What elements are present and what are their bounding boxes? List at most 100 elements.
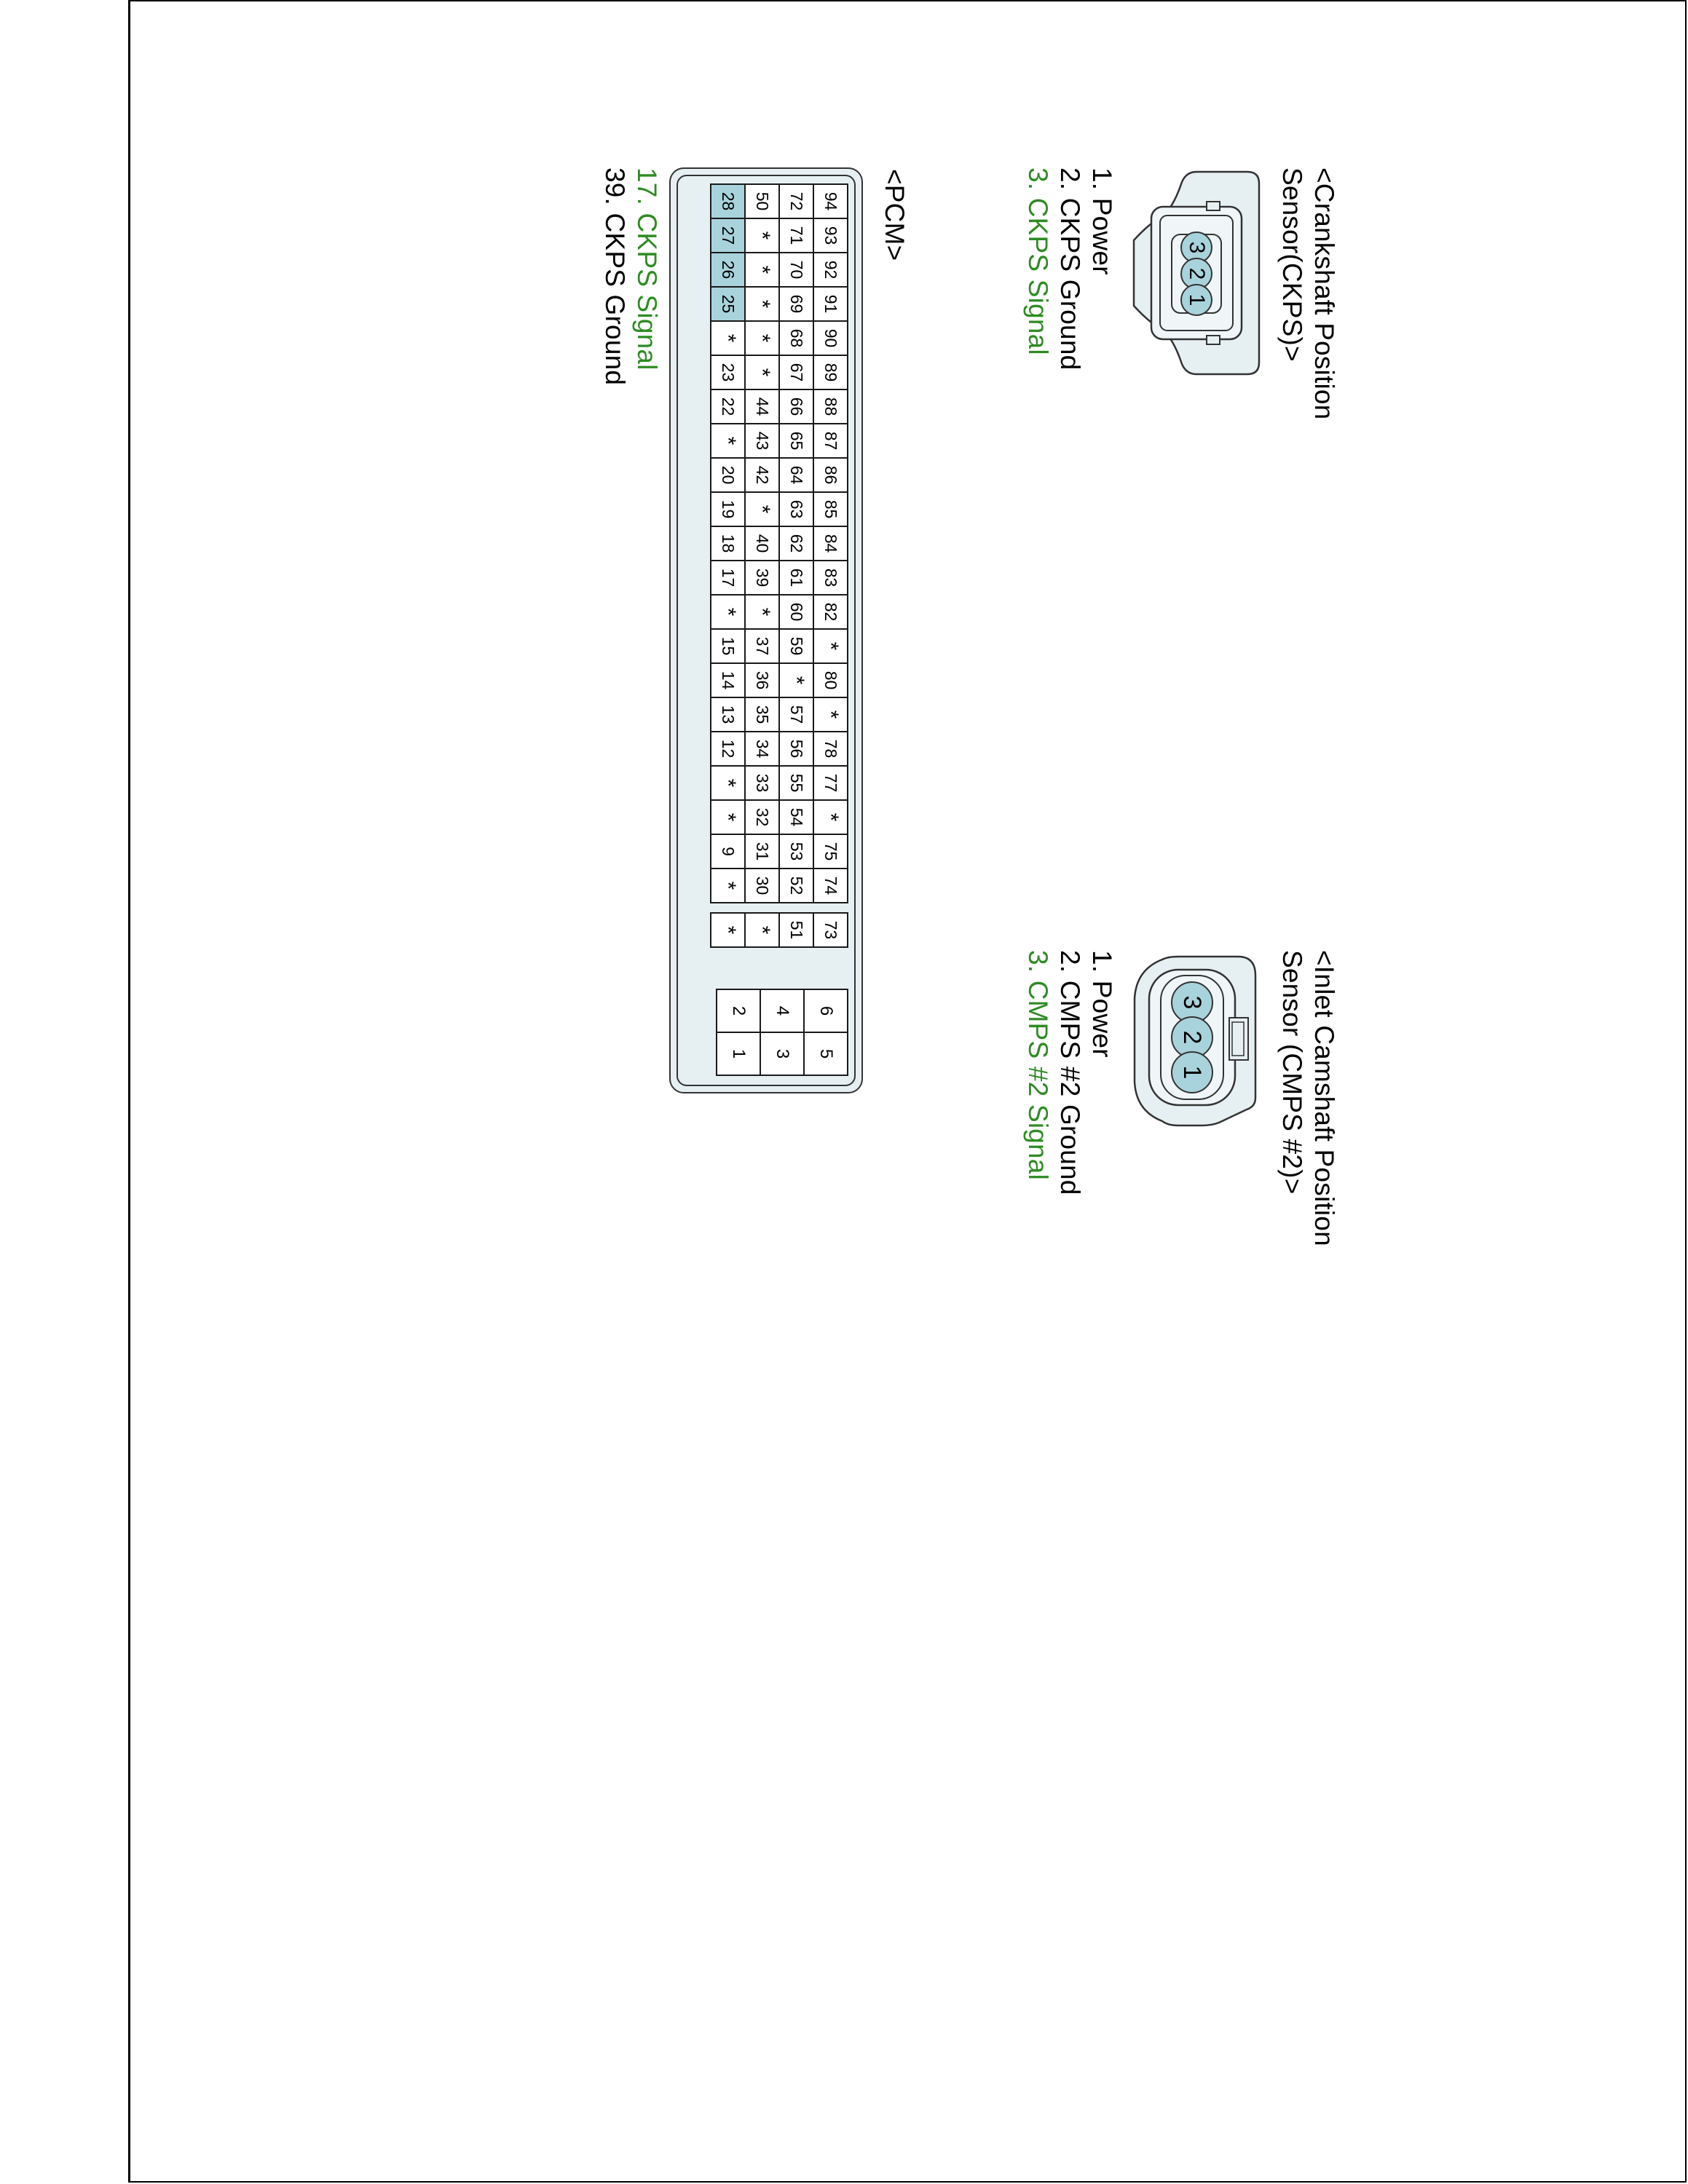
ckps-pin-list: 1. Power 2. CKPS Ground 3. CKPS Signal: [1022, 167, 1118, 370]
pcm-pin: 89: [813, 355, 848, 389]
pcm-pin: 19: [711, 492, 745, 526]
pcm-pin: 36: [745, 663, 779, 697]
pcm-pin: *: [813, 629, 848, 663]
pcm-pin: 91: [813, 287, 848, 321]
pcm-pin: 65: [779, 424, 813, 458]
pcm-aux-pin: 3: [760, 1032, 804, 1075]
pcm-pin: 35: [745, 697, 779, 732]
cmps-pin-1: 1: [1178, 1065, 1206, 1080]
pcm-pin: 74: [813, 869, 848, 903]
pcm-pin: 60: [779, 595, 813, 629]
pcm-pin: 25: [711, 287, 745, 321]
pcm-pin: *: [779, 663, 813, 697]
pcm-pin: *: [745, 218, 779, 253]
pcm-aux-pin: 6: [804, 989, 848, 1032]
pcm-pin: 53: [779, 834, 813, 869]
cmps-item-1: 1. Power: [1087, 950, 1117, 1058]
cmps-item-3: 3. CMPS #2 Signal: [1023, 950, 1053, 1181]
pcm-item-17: 17. CKPS Signal: [632, 167, 662, 371]
pcm-pin: 27: [711, 218, 745, 253]
cmps-title-line2: Sensor (CMPS #2)>: [1277, 950, 1307, 1195]
pcm-pin: 43: [745, 424, 779, 458]
pcm-pin: 15: [711, 629, 745, 663]
pcm-pin: *: [711, 869, 745, 903]
pcm-pin: 30: [745, 869, 779, 903]
pcm-pin: 13: [711, 697, 745, 732]
pcm-pin: 34: [745, 732, 779, 766]
pcm-aux-pin: 1: [717, 1032, 760, 1075]
pcm-pin: 64: [779, 458, 813, 492]
pcm-pin: 87: [813, 424, 848, 458]
pcm-pin: *: [745, 355, 779, 389]
pcm-pin: 77: [813, 766, 848, 800]
pcm-pin-gap: [711, 903, 745, 913]
pcm-pin: *: [711, 595, 745, 629]
pcm-pin: 86: [813, 458, 848, 492]
pcm-pin-list: 17. CKPS Signal 39. CKPS Ground: [599, 167, 663, 385]
pcm-pin: 85: [813, 492, 848, 526]
page-frame: [128, 0, 1687, 2183]
pcm-pin: *: [813, 697, 848, 732]
pcm-pin-gap: [779, 903, 813, 913]
ckps-item-2: 2. CKPS Ground: [1055, 167, 1085, 371]
pcm-pin: *: [711, 800, 745, 834]
pcm-pin: 23: [711, 355, 745, 389]
pcm-pin: 90: [813, 321, 848, 355]
cmps-pin-list: 1. Power 2. CMPS #2 Ground 3. CMPS #2 Si…: [1022, 950, 1118, 1195]
pcm-pin: 93: [813, 218, 848, 253]
ckps-title-line1: <Crankshaft Position: [1309, 167, 1339, 420]
pcm-pin: 56: [779, 732, 813, 766]
pcm-pin: 26: [711, 253, 745, 287]
pcm-pin: 61: [779, 561, 813, 595]
pcm-pin: *: [711, 913, 745, 947]
pcm-pin: 54: [779, 800, 813, 834]
ckps-title: <Crankshaft Position Sensor(CKPS)>: [1276, 167, 1340, 419]
pcm-pin: 37: [745, 629, 779, 663]
pcm-pin: 52: [779, 869, 813, 903]
pcm-pin: 50: [745, 184, 779, 218]
ckps-pin-1: 1: [1185, 293, 1209, 306]
pcm-aux-pin: 4: [760, 989, 804, 1032]
pcm-pin: 39: [745, 561, 779, 595]
pcm-pin: *: [813, 800, 848, 834]
pcm-pin: *: [711, 766, 745, 800]
cmps-connector: 3 2 1: [1129, 954, 1260, 1128]
pcm-pin: 70: [779, 253, 813, 287]
pcm-pin: 59: [779, 629, 813, 663]
pcm-pin: *: [745, 913, 779, 947]
diagram-rotated-content: <Crankshaft Position Sensor(CKPS)> 3 2 1…: [262, 160, 1340, 1398]
pcm-pin: 80: [813, 663, 848, 697]
pcm-pin: 67: [779, 355, 813, 389]
pcm-pin: 9: [711, 834, 745, 869]
pcm-pin: 32: [745, 800, 779, 834]
pcm-pin: 18: [711, 526, 745, 561]
pcm-pin: 33: [745, 766, 779, 800]
pcm-pin: 92: [813, 253, 848, 287]
pcm-pin: 83: [813, 561, 848, 595]
pcm-title: <PCM>: [880, 169, 910, 261]
pcm-pin: 28: [711, 184, 745, 218]
pcm-pin: 68: [779, 321, 813, 355]
pcm-pin: 57: [779, 697, 813, 732]
ckps-title-line2: Sensor(CKPS)>: [1277, 167, 1307, 362]
cmps-title-line1: <Inlet Camshaft Position: [1309, 950, 1339, 1246]
pcm-pin: 94: [813, 184, 848, 218]
pcm-pin: 88: [813, 389, 848, 424]
pcm-pin: *: [711, 321, 745, 355]
pcm-pin: *: [745, 253, 779, 287]
pcm-pin: 22: [711, 389, 745, 424]
pcm-pin: 55: [779, 766, 813, 800]
pcm-pin: 84: [813, 526, 848, 561]
pcm-pin: 51: [779, 913, 813, 947]
pcm-pin: 63: [779, 492, 813, 526]
pcm-pin-gap: [745, 903, 779, 913]
pcm-pin: 72: [779, 184, 813, 218]
